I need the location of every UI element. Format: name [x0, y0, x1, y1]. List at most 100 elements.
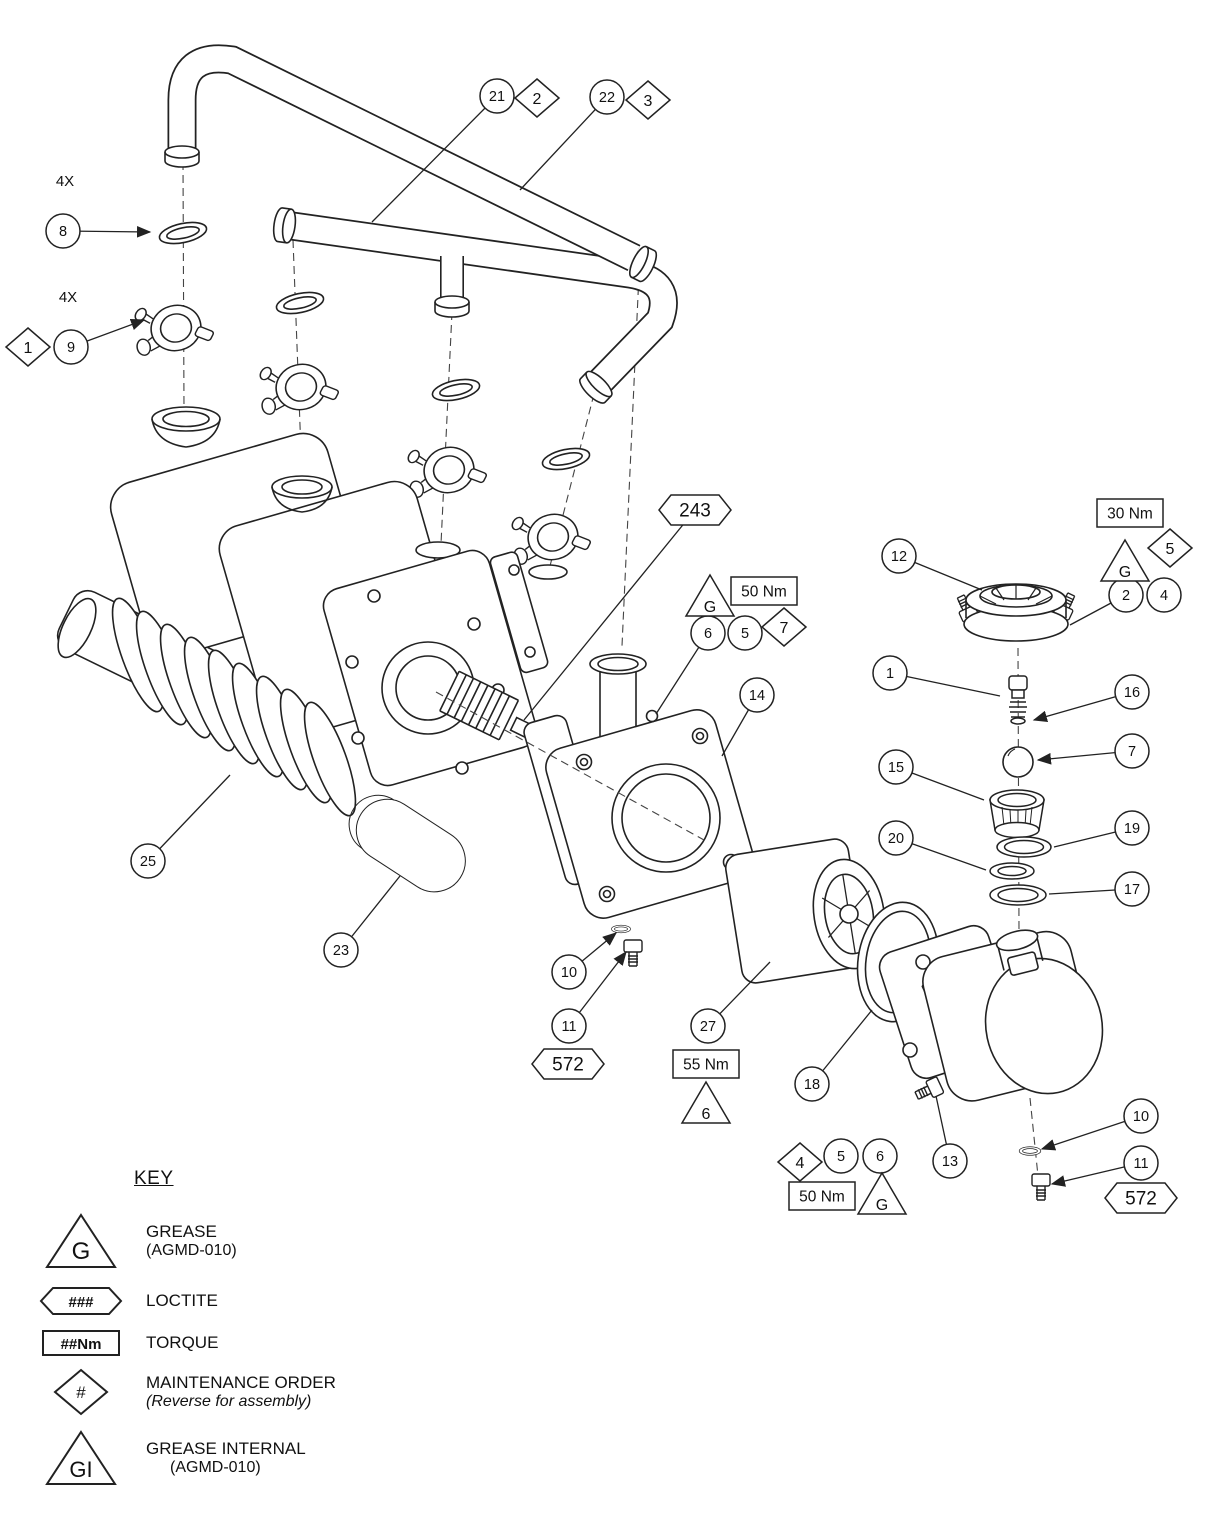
svg-text:G: G: [72, 1238, 91, 1265]
loctite-hexagon-572: 572: [1104, 1182, 1178, 1214]
loctite-243-leader: [523, 509, 696, 721]
svg-text:17: 17: [1124, 882, 1140, 898]
callout-10: 10: [551, 954, 587, 990]
svg-text:4: 4: [1160, 588, 1168, 604]
svg-text:19: 19: [1124, 821, 1140, 837]
maintenance-diamond-icon: #: [53, 1368, 109, 1416]
key-label-maintenance: MAINTENANCE ORDER: [146, 1373, 336, 1392]
drawing-parts: [56, 44, 1104, 1201]
callout-4: 4: [1146, 577, 1182, 613]
torque-box-icon: ##Nm: [42, 1330, 120, 1356]
key-sublabel-grease: (AGMD-010): [146, 1242, 237, 1259]
quantity-label: 4X: [59, 289, 77, 306]
callout-20: 20: [878, 820, 914, 856]
callout-11: 11: [1123, 1145, 1159, 1181]
svg-text:8: 8: [59, 224, 67, 240]
svg-text:243: 243: [679, 501, 711, 522]
maintenance-order-diamond-5: 5: [1146, 528, 1194, 568]
callout-23: 23: [323, 932, 359, 968]
loctite-hexagon-icon: ###: [39, 1287, 123, 1315]
callout-10: 10: [1123, 1098, 1159, 1134]
upper-tube-drawing: [164, 44, 661, 285]
bolt-drawing: [1031, 1173, 1051, 1201]
svg-text:G: G: [1119, 564, 1131, 581]
callout-13: 13: [932, 1143, 968, 1179]
svg-text:10: 10: [1133, 1109, 1149, 1125]
svg-text:27: 27: [700, 1019, 716, 1035]
svg-text:5: 5: [1166, 541, 1175, 558]
svg-text:G: G: [876, 1197, 888, 1214]
svg-text:6: 6: [704, 626, 712, 642]
svg-text:6: 6: [876, 1149, 884, 1165]
callout-16: 16: [1114, 674, 1150, 710]
callout-19: 19: [1114, 810, 1150, 846]
svg-text:21: 21: [489, 89, 505, 105]
ball-drawing: [1002, 746, 1034, 778]
washer-drawing: [611, 924, 631, 934]
svg-text:13: 13: [942, 1154, 958, 1170]
callout-22: 22: [589, 79, 625, 115]
grease-triangle-G: G: [684, 573, 736, 617]
callout-2: 2: [1108, 577, 1144, 613]
pump-head-drawing: [878, 924, 1104, 1105]
key-label-grease: GREASE: [146, 1222, 217, 1241]
callout-5: 5: [727, 615, 763, 651]
key-legend: KEY G GREASE (AGMD-010) ### LOCTITE: [36, 1168, 416, 1487]
filter-drawing: [724, 838, 886, 984]
svg-text:30 Nm: 30 Nm: [1107, 506, 1153, 523]
grease-internal-triangle-icon: GI: [45, 1430, 117, 1485]
svg-text:9: 9: [67, 340, 75, 356]
maintenance-order-diamond-3: 3: [624, 80, 672, 120]
callout-9: 9: [53, 329, 89, 365]
svg-text:20: 20: [888, 831, 904, 847]
callout-15: 15: [878, 749, 914, 785]
key-sublabel-maintenance: (Reverse for assembly): [146, 1393, 312, 1410]
key-row-loctite: ### LOCTITE: [36, 1286, 416, 1316]
gasket-oring: [273, 287, 327, 319]
key-row-torque: ##Nm TORQUE: [36, 1329, 416, 1357]
callout-8: 8: [45, 213, 81, 249]
svg-text:6: 6: [702, 1106, 711, 1123]
callout-14: 14: [739, 677, 775, 713]
svg-text:18: 18: [804, 1077, 820, 1093]
callout-22-leader: [519, 96, 608, 191]
callout-11: 11: [551, 1008, 587, 1044]
svg-text:###: ###: [68, 1294, 94, 1311]
bearing-housing-drawing: [523, 653, 755, 919]
svg-text:11: 11: [561, 1019, 576, 1035]
torque-box: 55 Nm: [672, 1049, 740, 1079]
seal-rings-drawing: [989, 836, 1052, 906]
gasket-oring: [429, 374, 483, 406]
tube-ferrule: [164, 145, 200, 168]
washer-drawing: [1018, 1146, 1042, 1156]
key-label-torque: TORQUE: [146, 1333, 219, 1352]
callout-21-leader: [371, 95, 498, 223]
loctite-hexagon-572: 572: [531, 1048, 605, 1080]
callout-18: 18: [794, 1066, 830, 1102]
svg-text:572: 572: [552, 1055, 584, 1076]
svg-text:2: 2: [533, 91, 542, 108]
key-row-grease: G GREASE (AGMD-010): [36, 1212, 416, 1270]
gasket-oring: [539, 443, 593, 475]
valve-cartridge-drawing: [1008, 675, 1028, 725]
grease-triangle-icon: G: [45, 1213, 117, 1268]
grease-triangle-G: G: [1099, 538, 1151, 582]
callout-17: 17: [1114, 871, 1150, 907]
svg-text:1: 1: [24, 340, 33, 357]
svg-text:11: 11: [1133, 1156, 1148, 1172]
callout-25-leader: [147, 774, 231, 862]
svg-text:14: 14: [749, 688, 765, 704]
svg-text:50 Nm: 50 Nm: [799, 1189, 845, 1206]
svg-text:5: 5: [837, 1149, 845, 1165]
maintenance-order-diamond-4: 4: [776, 1142, 824, 1182]
callout-25: 25: [130, 843, 166, 879]
svg-text:G: G: [704, 599, 716, 616]
svg-text:3: 3: [644, 93, 653, 110]
callout-6: 6: [690, 615, 726, 651]
torque-box: 30 Nm: [1096, 498, 1164, 528]
callout-27: 27: [690, 1008, 726, 1044]
callout-21: 21: [479, 78, 515, 114]
key-label-grease-internal: GREASE INTERNAL: [146, 1439, 306, 1458]
svg-text:5: 5: [741, 626, 749, 642]
